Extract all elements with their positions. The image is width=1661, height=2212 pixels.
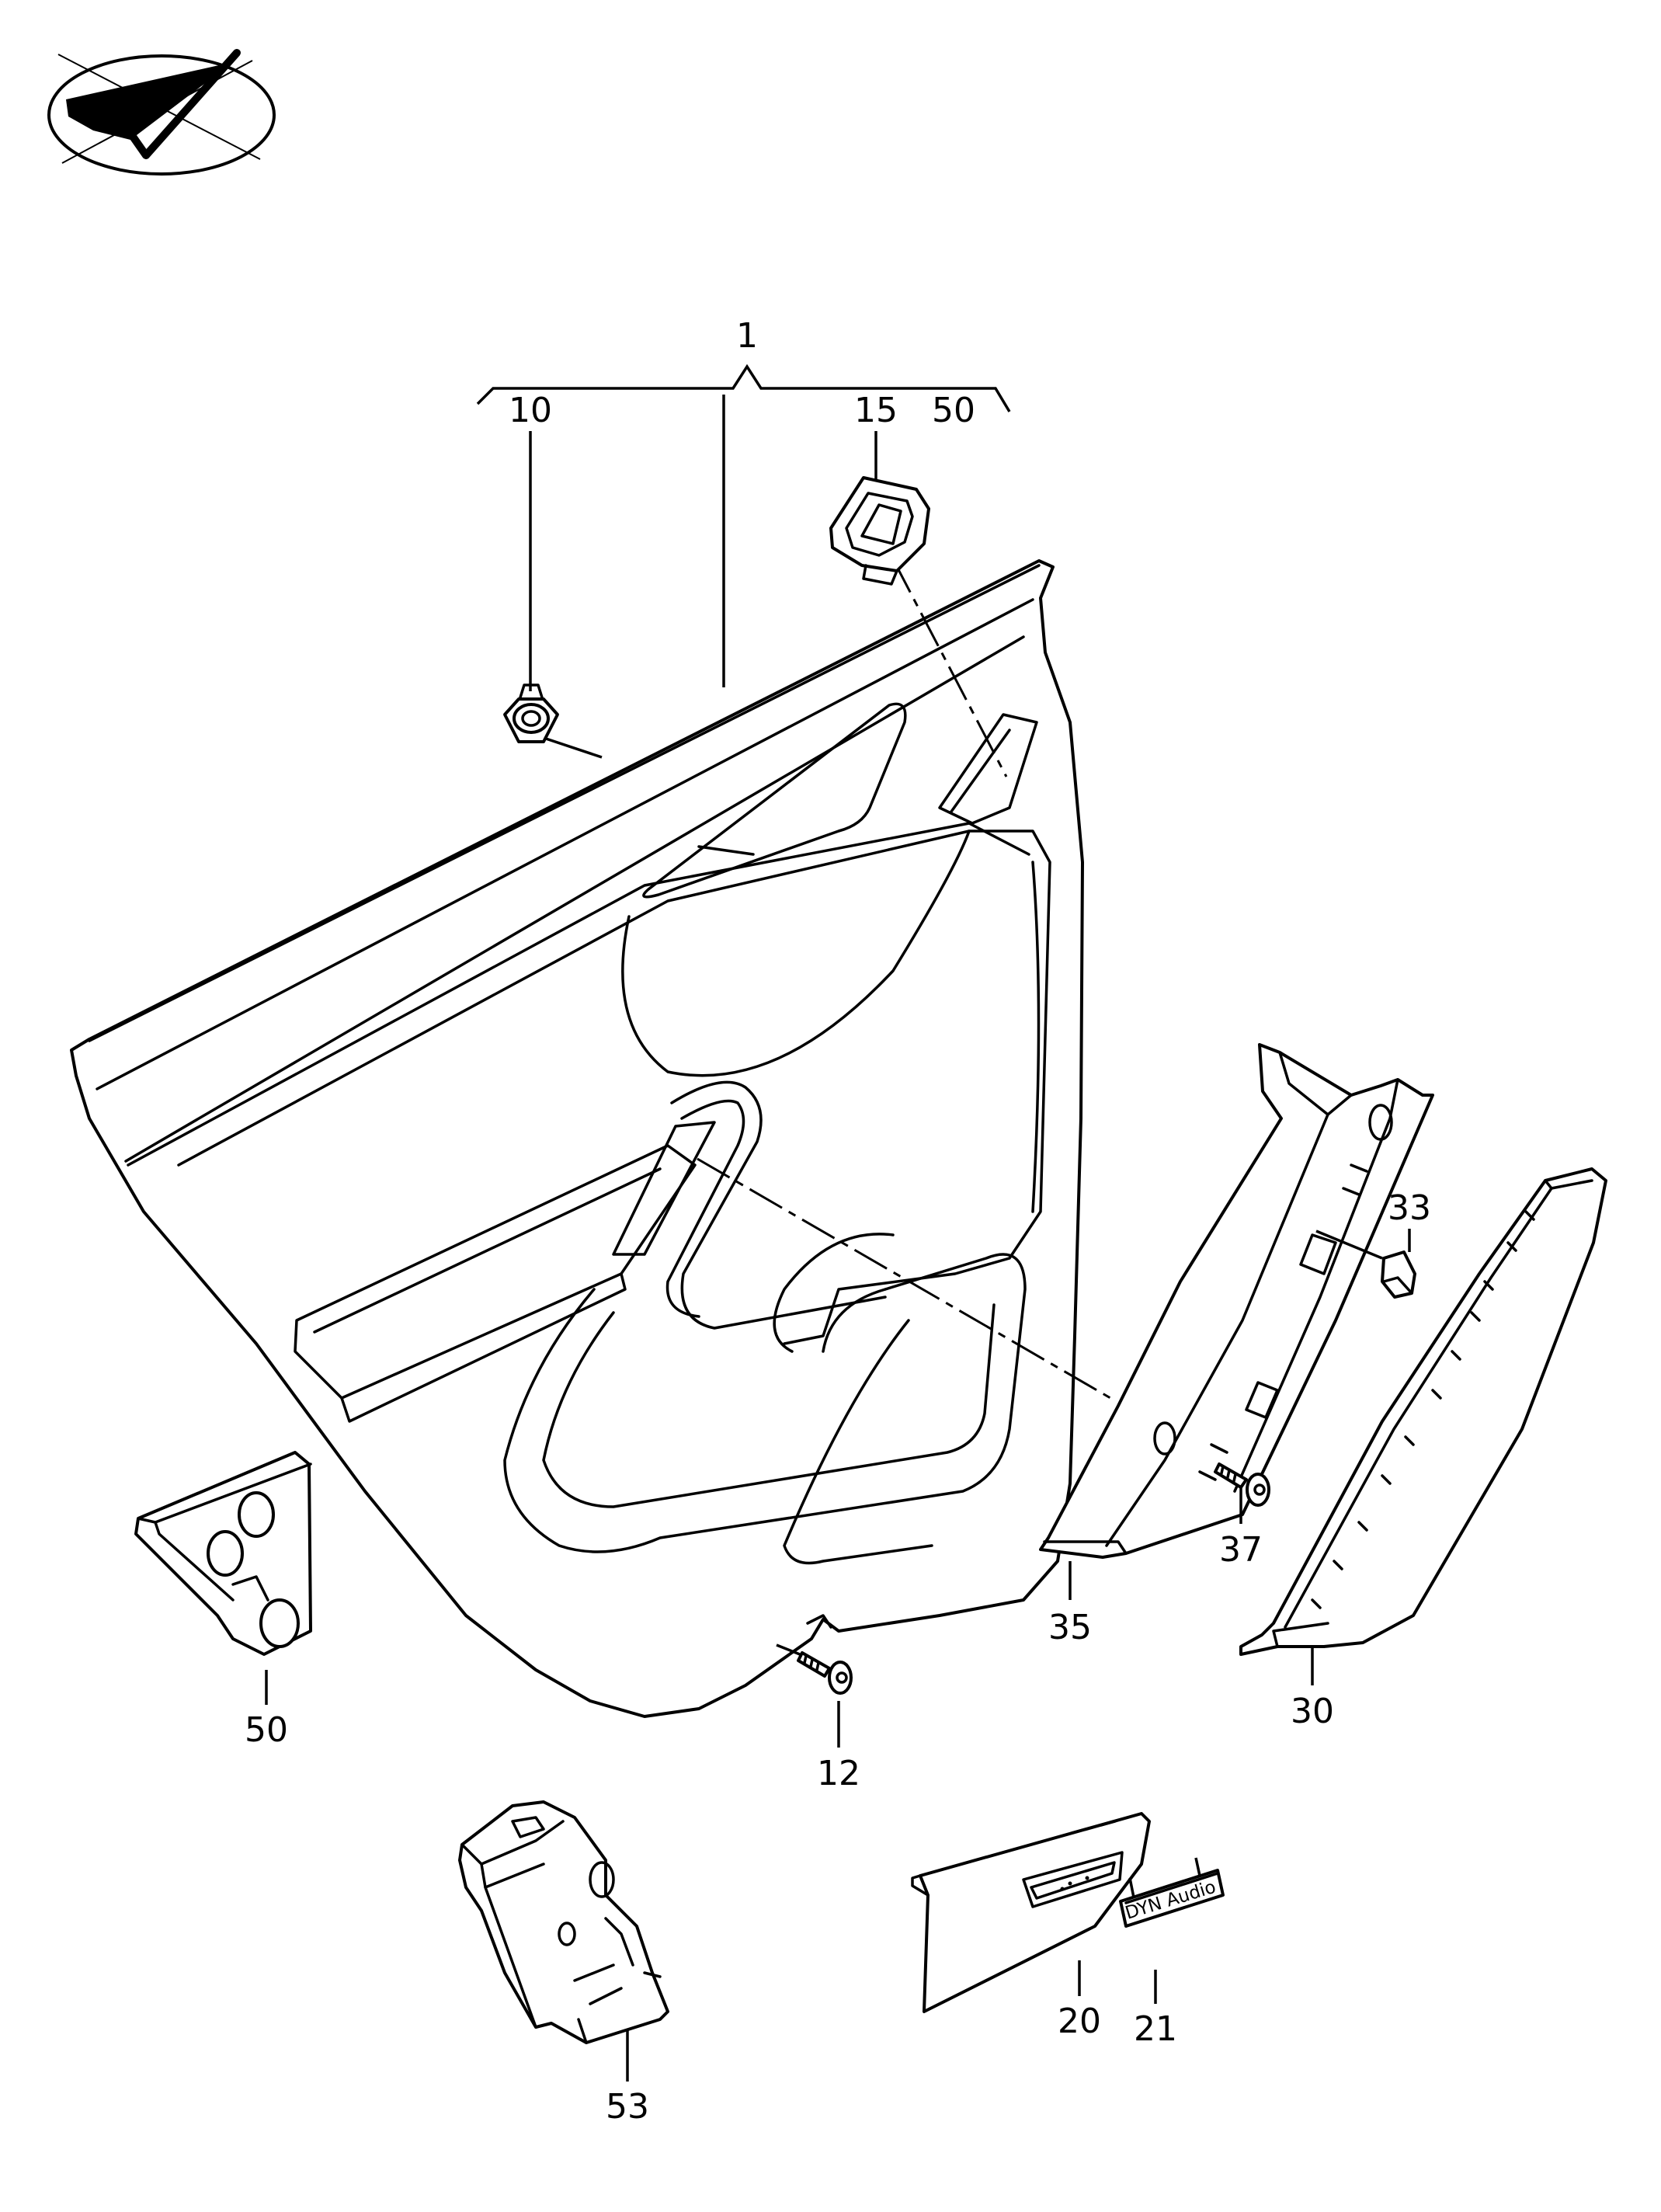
dyn-audio-badge: DYN Audio (1119, 1857, 1225, 2004)
assembly-bracket (476, 363, 1011, 687)
inner-trim-strip (697, 1043, 1434, 1600)
callout-12: 12 (817, 1754, 860, 1793)
callout-1: 1 (736, 316, 758, 356)
callout-30: 30 (1291, 1692, 1334, 1731)
callout-21: 21 (1134, 2009, 1177, 2049)
callout-53: 53 (606, 2087, 649, 2127)
trim-block (134, 1451, 312, 1705)
door-trim-panel (70, 559, 1128, 1718)
callout-10: 10 (509, 391, 552, 430)
screw-12 (776, 1643, 853, 1748)
outer-trim-strip (1239, 1167, 1607, 1685)
callout-20: 20 (1058, 2002, 1101, 2041)
paper-plane-check-icon (47, 49, 276, 176)
electronic-module (458, 1800, 669, 2082)
callout-35: 35 (1048, 1608, 1092, 1647)
window-switch-bezel (829, 431, 1008, 777)
retaining-clip (1381, 1229, 1416, 1299)
callout-15: 15 (854, 391, 898, 430)
callout-33: 33 (1388, 1188, 1431, 1228)
callout-37: 37 (1219, 1530, 1263, 1570)
callout-50-top: 50 (932, 391, 975, 430)
callout-50: 50 (245, 1710, 288, 1750)
speaker-trim (911, 1812, 1151, 2013)
trim-clip (503, 431, 603, 759)
screw-37 (1214, 1462, 1270, 1524)
